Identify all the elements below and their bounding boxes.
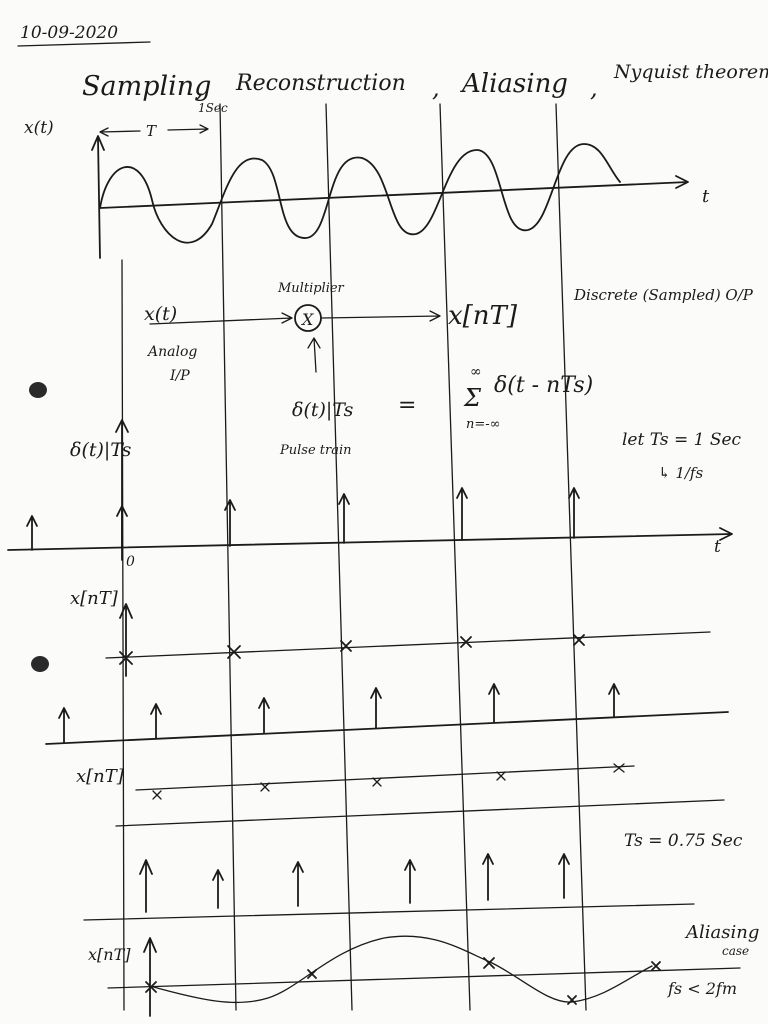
pulse-arrow — [307, 337, 321, 373]
impulse-arrows-2 — [58, 683, 620, 743]
input-desc-1: Analog — [146, 344, 197, 360]
aliased-wave — [149, 935, 653, 1004]
sum-lower-limit: n=-∞ — [466, 417, 501, 432]
aliasing-case: case — [722, 944, 749, 958]
binder-hole — [29, 382, 47, 398]
aliasing-condition: fs < 2fm — [667, 979, 737, 998]
impulse-t-label: t — [714, 537, 721, 557]
signal-t-axis — [99, 175, 689, 209]
guide-line — [325, 103, 353, 1011]
sum-upper-limit: ∞ — [470, 364, 482, 380]
pulse-train-symbol: δ(t)|Ts — [292, 399, 354, 421]
guide-line — [555, 103, 587, 1011]
sampled-2-axis — [135, 765, 635, 791]
input-arrow — [149, 312, 293, 325]
multiplier-circle — [294, 304, 322, 332]
output-description: Discrete (Sampled) O/P — [573, 286, 754, 304]
sum-term: δ(t - nTs) — [494, 373, 593, 398]
output-arrow — [321, 310, 441, 322]
guide-line — [439, 103, 471, 1011]
sample-marks-2 — [152, 763, 625, 800]
equals-sign: = — [398, 393, 416, 418]
period-arrow — [99, 124, 209, 137]
input-signal: x(t) — [144, 303, 177, 325]
binder-hole — [31, 656, 49, 672]
guide-line — [121, 259, 125, 1011]
sampled-3-label: x[nT] — [88, 945, 131, 964]
impulse-3-axis — [83, 903, 695, 921]
signal-y-label: x(t) — [24, 118, 54, 138]
impulse-arrows-3 — [212, 853, 570, 909]
title-nyquist: Nyquist theorem — [613, 61, 768, 83]
sampled-3-axis — [107, 967, 741, 989]
sampled-1-axis — [105, 631, 711, 659]
sampled-2-baseline — [115, 799, 725, 827]
impulse-arrows — [26, 487, 580, 551]
title-subscript: 1Sec — [198, 101, 228, 115]
date-text: 10-09-2020 — [20, 23, 118, 43]
title-comma: , — [590, 74, 598, 102]
title-aliasing: Aliasing — [460, 69, 568, 99]
impulse-t-axis — [7, 527, 733, 551]
input-desc-2: I/P — [169, 368, 190, 384]
pulse-train-desc: Pulse train — [279, 443, 352, 458]
signal-t-label: t — [702, 186, 710, 207]
title-comma: , — [432, 74, 440, 102]
sampled-3-y-axis — [143, 937, 157, 1017]
output-signal: x[nT] — [448, 301, 518, 331]
impulse-origin: 0 — [126, 554, 135, 570]
sampled-1-label: x[nT] — [70, 588, 119, 609]
period-note: let Ts = 1 Sec — [622, 430, 742, 450]
frequency-note: ↳ 1/fs — [658, 464, 703, 482]
date-underline — [17, 41, 151, 47]
multiplier-label: Multiplier — [277, 281, 345, 296]
title-sampling: Sampling — [82, 71, 211, 102]
sum-symbol: Σ — [463, 384, 482, 412]
title-comma: , — [196, 74, 204, 102]
sampled-2-note: Ts = 0.75 Sec — [624, 831, 743, 851]
sample-marks — [119, 634, 585, 665]
impulse-train-2-axis — [45, 711, 729, 745]
signal-wave — [99, 143, 621, 244]
sampled-2-label: x[nT] — [76, 766, 125, 787]
sampled-1-y-axis — [119, 603, 133, 677]
title-reconstruction: Reconstruction — [235, 71, 406, 96]
sample-marks-3 — [145, 957, 661, 1005]
multiplier-symbol: X — [300, 310, 314, 329]
impulse-3-y-axis — [139, 859, 153, 913]
signal-y-axis — [91, 135, 105, 259]
guide-line — [219, 103, 237, 1011]
period-label: T — [146, 122, 157, 140]
aliasing-note: Aliasing — [684, 922, 759, 943]
impulse-train-label: δ(t)|Ts — [70, 439, 132, 461]
